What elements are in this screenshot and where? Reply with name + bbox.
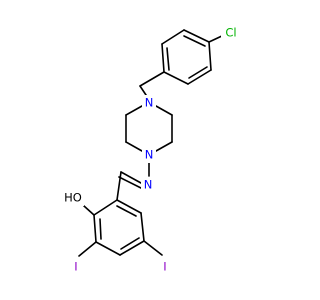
ring-bond	[183, 29, 210, 43]
piperazine-bond	[155, 105, 173, 116]
ring-bond-inner	[183, 35, 206, 47]
iodine-label: I	[74, 260, 77, 274]
ring-bond-inner	[166, 47, 170, 71]
hydroxyl-label: HO	[64, 191, 82, 205]
ring-bond	[187, 69, 212, 85]
atom-ho: HO	[62, 190, 84, 206]
ring-bond	[93, 199, 118, 216]
ring-bond	[163, 71, 189, 85]
atom-n-benzyl: N	[142, 95, 156, 111]
molecule-structure: Cl N N N HO I I	[62, 24, 241, 275]
benzyl-bond	[139, 71, 165, 87]
ring-bond	[140, 212, 145, 242]
vinyl-bond	[116, 171, 122, 201]
piperazine-bond	[125, 105, 143, 116]
atom-n-hydrazone: N	[142, 147, 156, 163]
iodine-label: I	[163, 260, 166, 274]
piperazine-bond	[125, 141, 143, 152]
c-i-bond	[143, 240, 163, 256]
imine-double-bond	[120, 171, 142, 184]
bond-layer	[78, 29, 225, 257]
ring-bond	[116, 199, 142, 214]
piperazine-bond	[155, 141, 173, 152]
ring-bond	[208, 41, 212, 71]
ring-bond	[161, 43, 165, 73]
ring-bond-inner	[116, 205, 137, 217]
ring-bond-inner	[188, 66, 208, 79]
ring-bond-inner	[120, 237, 140, 250]
nitrogen-label: N	[144, 178, 153, 192]
ring-bond	[95, 241, 121, 256]
chlorine-label: Cl	[225, 26, 236, 40]
atom-n-imine: N	[141, 177, 155, 193]
imine-double-bond	[118, 176, 142, 189]
atom-i-right: I	[160, 259, 170, 275]
nitrogen-label: N	[145, 148, 154, 162]
atom-i-left: I	[71, 259, 81, 275]
c-i-bond	[78, 241, 97, 257]
nitrogen-label: N	[145, 96, 154, 110]
atom-cl: Cl	[221, 24, 241, 40]
ring-bond	[93, 214, 97, 243]
ring-bond	[119, 240, 145, 256]
ring-bond	[161, 29, 185, 45]
c-oh-bond	[83, 205, 95, 216]
ring-bond-inner	[99, 218, 102, 240]
